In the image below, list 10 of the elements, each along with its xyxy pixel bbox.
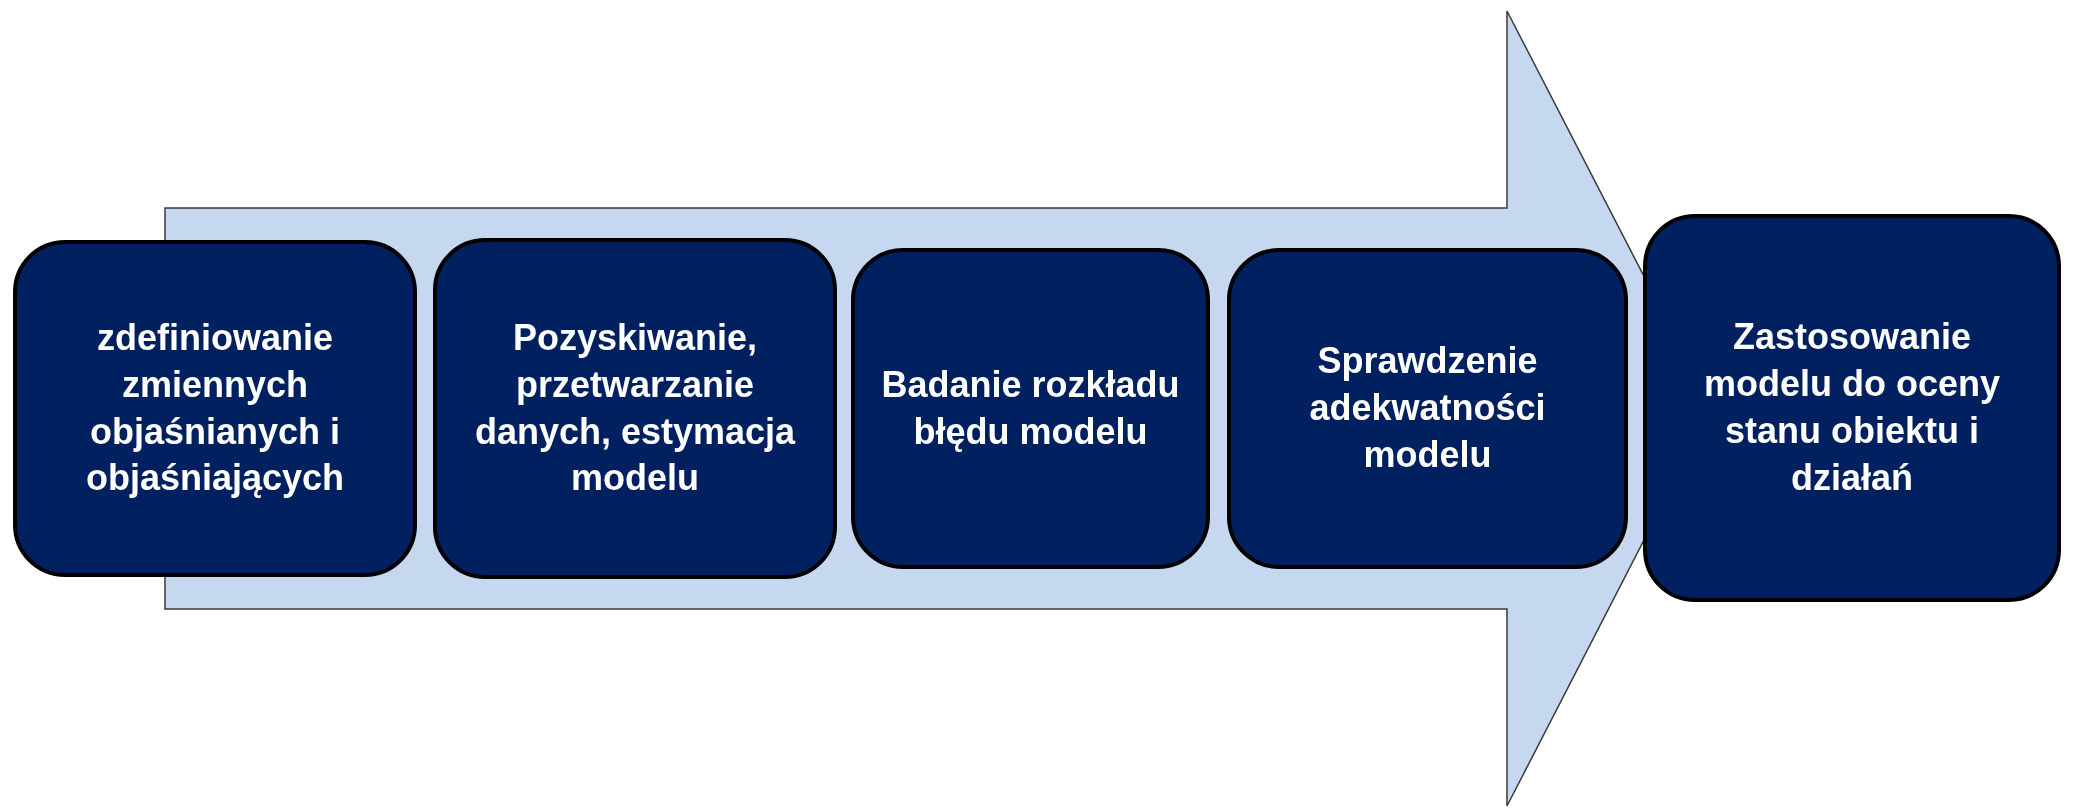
step-text: Zastosowanie modelu do oceny stanu obiektu i działań (1702, 315, 2001, 500)
process-box (433, 238, 837, 579)
step-text: zdefiniowanie zmiennych objaśnianych i objaśniających (84, 315, 346, 501)
step-text: Pozyskiwanie, przetwarzanie danych, estymacja modelu (473, 315, 797, 501)
process-box (13, 240, 417, 577)
process-box (851, 248, 1210, 569)
step-text: Badanie rozkładu błędu modelu (880, 362, 1181, 454)
process-box (1227, 248, 1628, 569)
step-text: Sprawdzenie adekwatności modelu (1308, 339, 1547, 477)
process-box (1643, 214, 2061, 602)
